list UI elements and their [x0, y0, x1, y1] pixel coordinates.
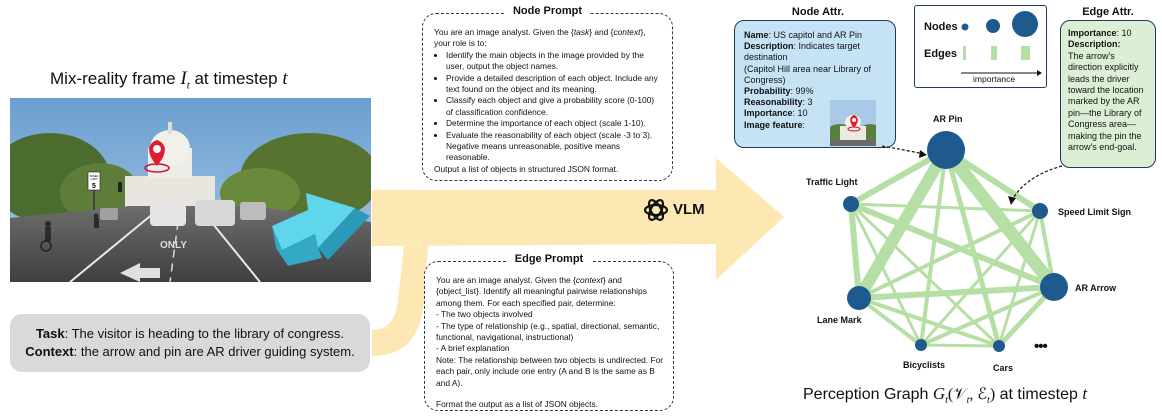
frame-title: Mix-reality frame It at timestep t: [50, 68, 288, 92]
node-attr-connector: [881, 145, 925, 155]
node-label-lane-mark: Lane Mark: [817, 315, 862, 325]
edge-attr-box: Importance: 10 Description: The arrow's …: [1060, 20, 1156, 168]
flow-arrow-body: [372, 158, 784, 280]
legend-axis-label: importance: [973, 74, 1016, 84]
legend-nodes-label: Nodes: [924, 21, 958, 33]
edge-prompt-note: Note: The relationship between two objec…: [436, 354, 664, 388]
ar-arrow: [272, 193, 370, 266]
graph-edge-ar-arrow-lane-mark: [858, 284, 1055, 301]
edge-prompt-intro: You are an image analyst. Given the {con…: [436, 275, 622, 285]
svg-text:LIMIT: LIMIT: [91, 177, 98, 181]
graph-edge-traffic-light-bicyclists: [849, 203, 923, 346]
legend-node-medium: [986, 19, 1000, 33]
legend-node-large: [1012, 11, 1038, 37]
edge-prompt-line2: {object_list}. Identify all meaningful p…: [436, 286, 647, 308]
graph-node-ar-arrow: [1040, 273, 1068, 301]
graph-edge-speed-limit-sign-bicyclists: [919, 210, 1042, 346]
graph-node-cars: [993, 340, 1005, 352]
svg-text:SPEED: SPEED: [90, 174, 99, 178]
graph-edge-traffic-light-speed-limit-sign: [850, 202, 1041, 213]
graph-ellipsis: •••: [1034, 338, 1048, 355]
graph-edge-traffic-light-lane-mark: [848, 203, 862, 299]
legend: Nodes Edges importance: [914, 5, 1047, 88]
list-item: Provide a detailed description of each o…: [446, 73, 663, 96]
list-item: Evaluate the reasonability of each objec…: [446, 130, 663, 164]
legend-edge-thin: [963, 46, 966, 60]
street-scene-image: ONLY SPEED LIMIT 5: [10, 98, 371, 282]
graph-caption: Perception Graph Gt(𝒱t, ℰt) at timestep …: [803, 384, 1088, 407]
graph-edge-ar-arrow-bicyclists: [920, 285, 1055, 347]
node-label-cars: Cars: [993, 363, 1014, 373]
node-label-bicyclists: Bicyclists: [903, 360, 946, 370]
node-label-speed-limit-sign: Speed Limit Sign: [1058, 207, 1132, 217]
vlm-label: VLM: [673, 201, 705, 218]
node-attr-connector-arrowhead: [919, 150, 927, 158]
legend-edge-medium: [991, 46, 997, 60]
graph-edges: [848, 145, 1060, 348]
openai-logo-icon: [643, 199, 669, 221]
graph-node-speed-limit-sign: [1032, 203, 1048, 219]
graph-edge-speed-limit-sign-lane-mark: [858, 209, 1041, 300]
graph-edge-ar-pin-ar-arrow: [940, 145, 1060, 292]
node-prompt-outro: Output a list of objects in structured J…: [434, 163, 619, 174]
ar-pin-marker: [144, 140, 170, 173]
edge-prompt-bullet: - The two objects involved: [436, 309, 533, 320]
legend-axis-arrowhead: [1037, 70, 1042, 76]
list-item: Determine the importance of each object …: [446, 118, 663, 129]
svg-text:5: 5: [92, 183, 96, 190]
edge-attr-connector: [1011, 165, 1063, 201]
node-label-ar-arrow: AR Arrow: [1075, 283, 1117, 293]
edge-attr-connector-arrowhead: [1008, 196, 1016, 205]
legend-edges-label: Edges: [924, 48, 958, 60]
edge-prompt-box: Edge Prompt You are an image analyst. Gi…: [424, 253, 674, 411]
graph-edge-lane-mark-cars: [858, 296, 1000, 348]
svg-text:ONLY: ONLY: [160, 240, 187, 251]
node-label-ar-pin: AR Pin: [933, 114, 963, 124]
graph-node-bicyclists: [915, 339, 927, 351]
legend-node-small: [961, 23, 969, 31]
node-prompt-title: Node Prompt: [504, 5, 591, 17]
graph-node-lane-mark: [847, 286, 871, 310]
edge-prompt-outro: Format the output as a list of JSON obje…: [436, 399, 598, 410]
graph-node-ar-pin: [927, 131, 965, 169]
node-attr-title: Node Attr.: [791, 6, 845, 18]
node-prompt-box: Node Prompt You are an image analyst. Gi…: [422, 5, 673, 181]
node-prompt-intro: You are an image analyst. Given the {tas…: [434, 27, 646, 49]
flow-arrow-branch: [372, 246, 428, 356]
edge-prompt-bullet: - The type of relationship (e.g., spatia…: [436, 320, 660, 343]
graph-edge-ar-pin-bicyclists: [919, 149, 948, 346]
image-feature-thumbnail: [830, 100, 876, 146]
node-attr-box: Name: US capitol and AR Pin Description:…: [734, 20, 896, 148]
task-context-box: Task: The visitor is heading to the libr…: [10, 314, 370, 372]
graph-nodes: [843, 131, 1068, 352]
list-item: Identify the main objects in the image p…: [446, 50, 663, 73]
edge-attr-title: Edge Attr.: [1082, 6, 1134, 18]
graph-node-traffic-light: [843, 196, 859, 212]
legend-graphic: [961, 11, 1042, 76]
legend-edge-thick: [1021, 46, 1030, 60]
graph-edge-speed-limit-sign-cars: [997, 210, 1042, 347]
graph-edge-lane-mark-bicyclists: [857, 296, 923, 347]
edge-prompt-bullet: - A brief explanation: [436, 343, 510, 354]
graph-edge-bicyclists-cars: [920, 343, 1000, 348]
node-prompt-list: Identify the main objects in the image p…: [434, 50, 663, 164]
list-item: Classify each object and give a probabil…: [446, 95, 663, 118]
edge-prompt-title: Edge Prompt: [506, 253, 592, 265]
node-label-traffic-light: Traffic Light: [806, 177, 858, 187]
speed-limit-sign: SPEED LIMIT 5: [87, 171, 101, 210]
